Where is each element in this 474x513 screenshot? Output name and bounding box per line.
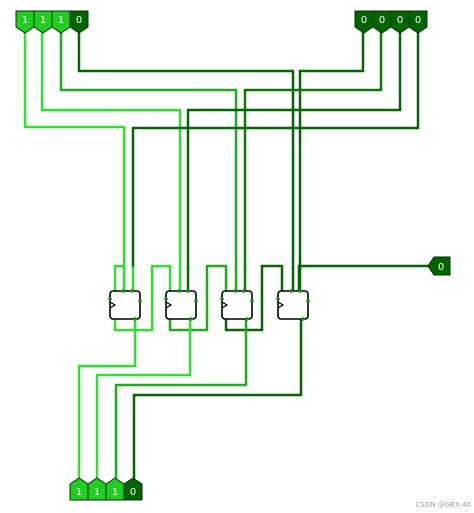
adder-port bbox=[189, 317, 193, 321]
adder-port bbox=[289, 289, 293, 293]
full-adder-4[interactable] bbox=[276, 289, 310, 321]
input-b-bit-1[interactable]: 0 bbox=[372, 10, 392, 34]
pentagon-pin-icon bbox=[15, 10, 35, 34]
full-adder-3[interactable] bbox=[220, 289, 254, 321]
full-adder-1[interactable] bbox=[108, 289, 142, 321]
adder-port bbox=[108, 297, 112, 301]
adder-port bbox=[233, 289, 237, 293]
adder-notch-icon bbox=[109, 301, 117, 309]
full-adder-2[interactable] bbox=[164, 289, 198, 321]
input-a-bit-3-label: 0 bbox=[76, 15, 82, 26]
wire-sum-0 bbox=[77, 317, 137, 484]
wire-carry-2 bbox=[168, 264, 228, 332]
output-bit-2[interactable]: 1 bbox=[105, 477, 125, 501]
input-a-bit-2-label: 1 bbox=[58, 15, 64, 26]
input-a-bit-1[interactable]: 1 bbox=[33, 10, 53, 34]
input-a-bit-2[interactable]: 1 bbox=[51, 10, 71, 34]
output-bit-0-label: 1 bbox=[76, 487, 82, 498]
adder-port bbox=[242, 289, 246, 293]
carry-in-bit-0[interactable]: 0 bbox=[427, 256, 451, 276]
wire-carry-1 bbox=[113, 264, 172, 332]
adder-port bbox=[138, 299, 142, 303]
full-adder-1-body bbox=[109, 290, 141, 320]
wire-a-bit-2 bbox=[59, 30, 238, 270]
wire-a-bit-0 bbox=[23, 30, 126, 270]
adder-port bbox=[177, 289, 181, 293]
watermark-text: CSDN @GRX-40 bbox=[416, 501, 471, 509]
input-a-bit-0[interactable]: 1 bbox=[15, 10, 35, 34]
input-b-pins: 0 0 0 0 bbox=[354, 10, 428, 34]
output-bit-1[interactable]: 1 bbox=[87, 477, 107, 501]
input-a-bit-3[interactable]: 0 bbox=[69, 10, 89, 34]
input-b-bit-3-label: 0 bbox=[415, 15, 421, 26]
wire-sum-2 bbox=[114, 317, 248, 484]
input-b-bit-2[interactable]: 0 bbox=[390, 10, 410, 34]
pentagon-pin-icon bbox=[390, 10, 410, 34]
adder-port bbox=[245, 317, 249, 321]
pentagon-pin-icon bbox=[427, 256, 451, 276]
input-b-bit-3[interactable]: 0 bbox=[408, 10, 428, 34]
adder-port bbox=[298, 289, 302, 293]
output-bit-2-label: 1 bbox=[112, 487, 118, 498]
pentagon-pin-icon bbox=[123, 477, 143, 501]
wire-b-bit-0 bbox=[298, 30, 365, 270]
adder-port bbox=[301, 317, 305, 321]
output-bit-3[interactable]: 0 bbox=[123, 477, 143, 501]
pentagon-pin-icon bbox=[408, 10, 428, 34]
input-b-bit-1-label: 0 bbox=[379, 15, 385, 26]
adder-notch-icon bbox=[277, 301, 285, 309]
adder-notch-icon bbox=[165, 301, 173, 309]
input-b-bit-2-label: 0 bbox=[397, 15, 403, 26]
output-bit-0[interactable]: 1 bbox=[69, 477, 89, 501]
wire-carry-3 bbox=[224, 264, 284, 332]
adder-notch-icon bbox=[221, 301, 229, 309]
adders-layer bbox=[108, 289, 310, 321]
adder-port bbox=[220, 297, 224, 301]
carry-in-bit-0-label: 0 bbox=[438, 262, 444, 273]
wire-sum-1 bbox=[95, 317, 192, 484]
wire-carry-in bbox=[297, 264, 430, 295]
full-adder-4-body bbox=[277, 290, 309, 320]
pentagon-pin-icon bbox=[33, 10, 53, 34]
adder-port bbox=[276, 297, 280, 301]
input-a-bit-0-label: 1 bbox=[22, 15, 28, 26]
wire-a-bit-1 bbox=[40, 30, 182, 270]
input-b-bit-0[interactable]: 0 bbox=[354, 10, 374, 34]
output-pins: 1 1 1 0 bbox=[69, 477, 143, 501]
wire-sum-3 bbox=[132, 317, 303, 484]
wire-b-bit-1 bbox=[243, 30, 383, 270]
wire-b-bit-2 bbox=[186, 30, 402, 270]
wire-b-bit-3 bbox=[131, 30, 420, 270]
adder-port bbox=[306, 299, 310, 303]
carry-in-pin: 0 bbox=[427, 256, 451, 276]
input-b-bit-0-label: 0 bbox=[361, 15, 367, 26]
pentagon-pin-icon bbox=[372, 10, 392, 34]
full-adder-2-body bbox=[165, 290, 197, 320]
pentagon-pin-icon bbox=[354, 10, 374, 34]
adder-port bbox=[121, 289, 125, 293]
wire-a-bit-3 bbox=[77, 30, 295, 270]
output-bit-3-label: 0 bbox=[130, 487, 136, 498]
adder-port bbox=[133, 317, 137, 321]
input-a-pins: 1 1 1 0 bbox=[15, 10, 89, 34]
adder-port bbox=[194, 299, 198, 303]
pentagon-pin-icon bbox=[69, 10, 89, 34]
output-bit-1-label: 1 bbox=[94, 487, 100, 498]
adder-port bbox=[186, 289, 190, 293]
adder-port bbox=[164, 297, 168, 301]
adder-port bbox=[130, 289, 134, 293]
wires-layer bbox=[23, 30, 430, 484]
adder-port bbox=[250, 299, 254, 303]
input-a-bit-1-label: 1 bbox=[40, 15, 46, 26]
pentagon-pin-icon bbox=[51, 10, 71, 34]
full-adder-3-body bbox=[221, 290, 253, 320]
